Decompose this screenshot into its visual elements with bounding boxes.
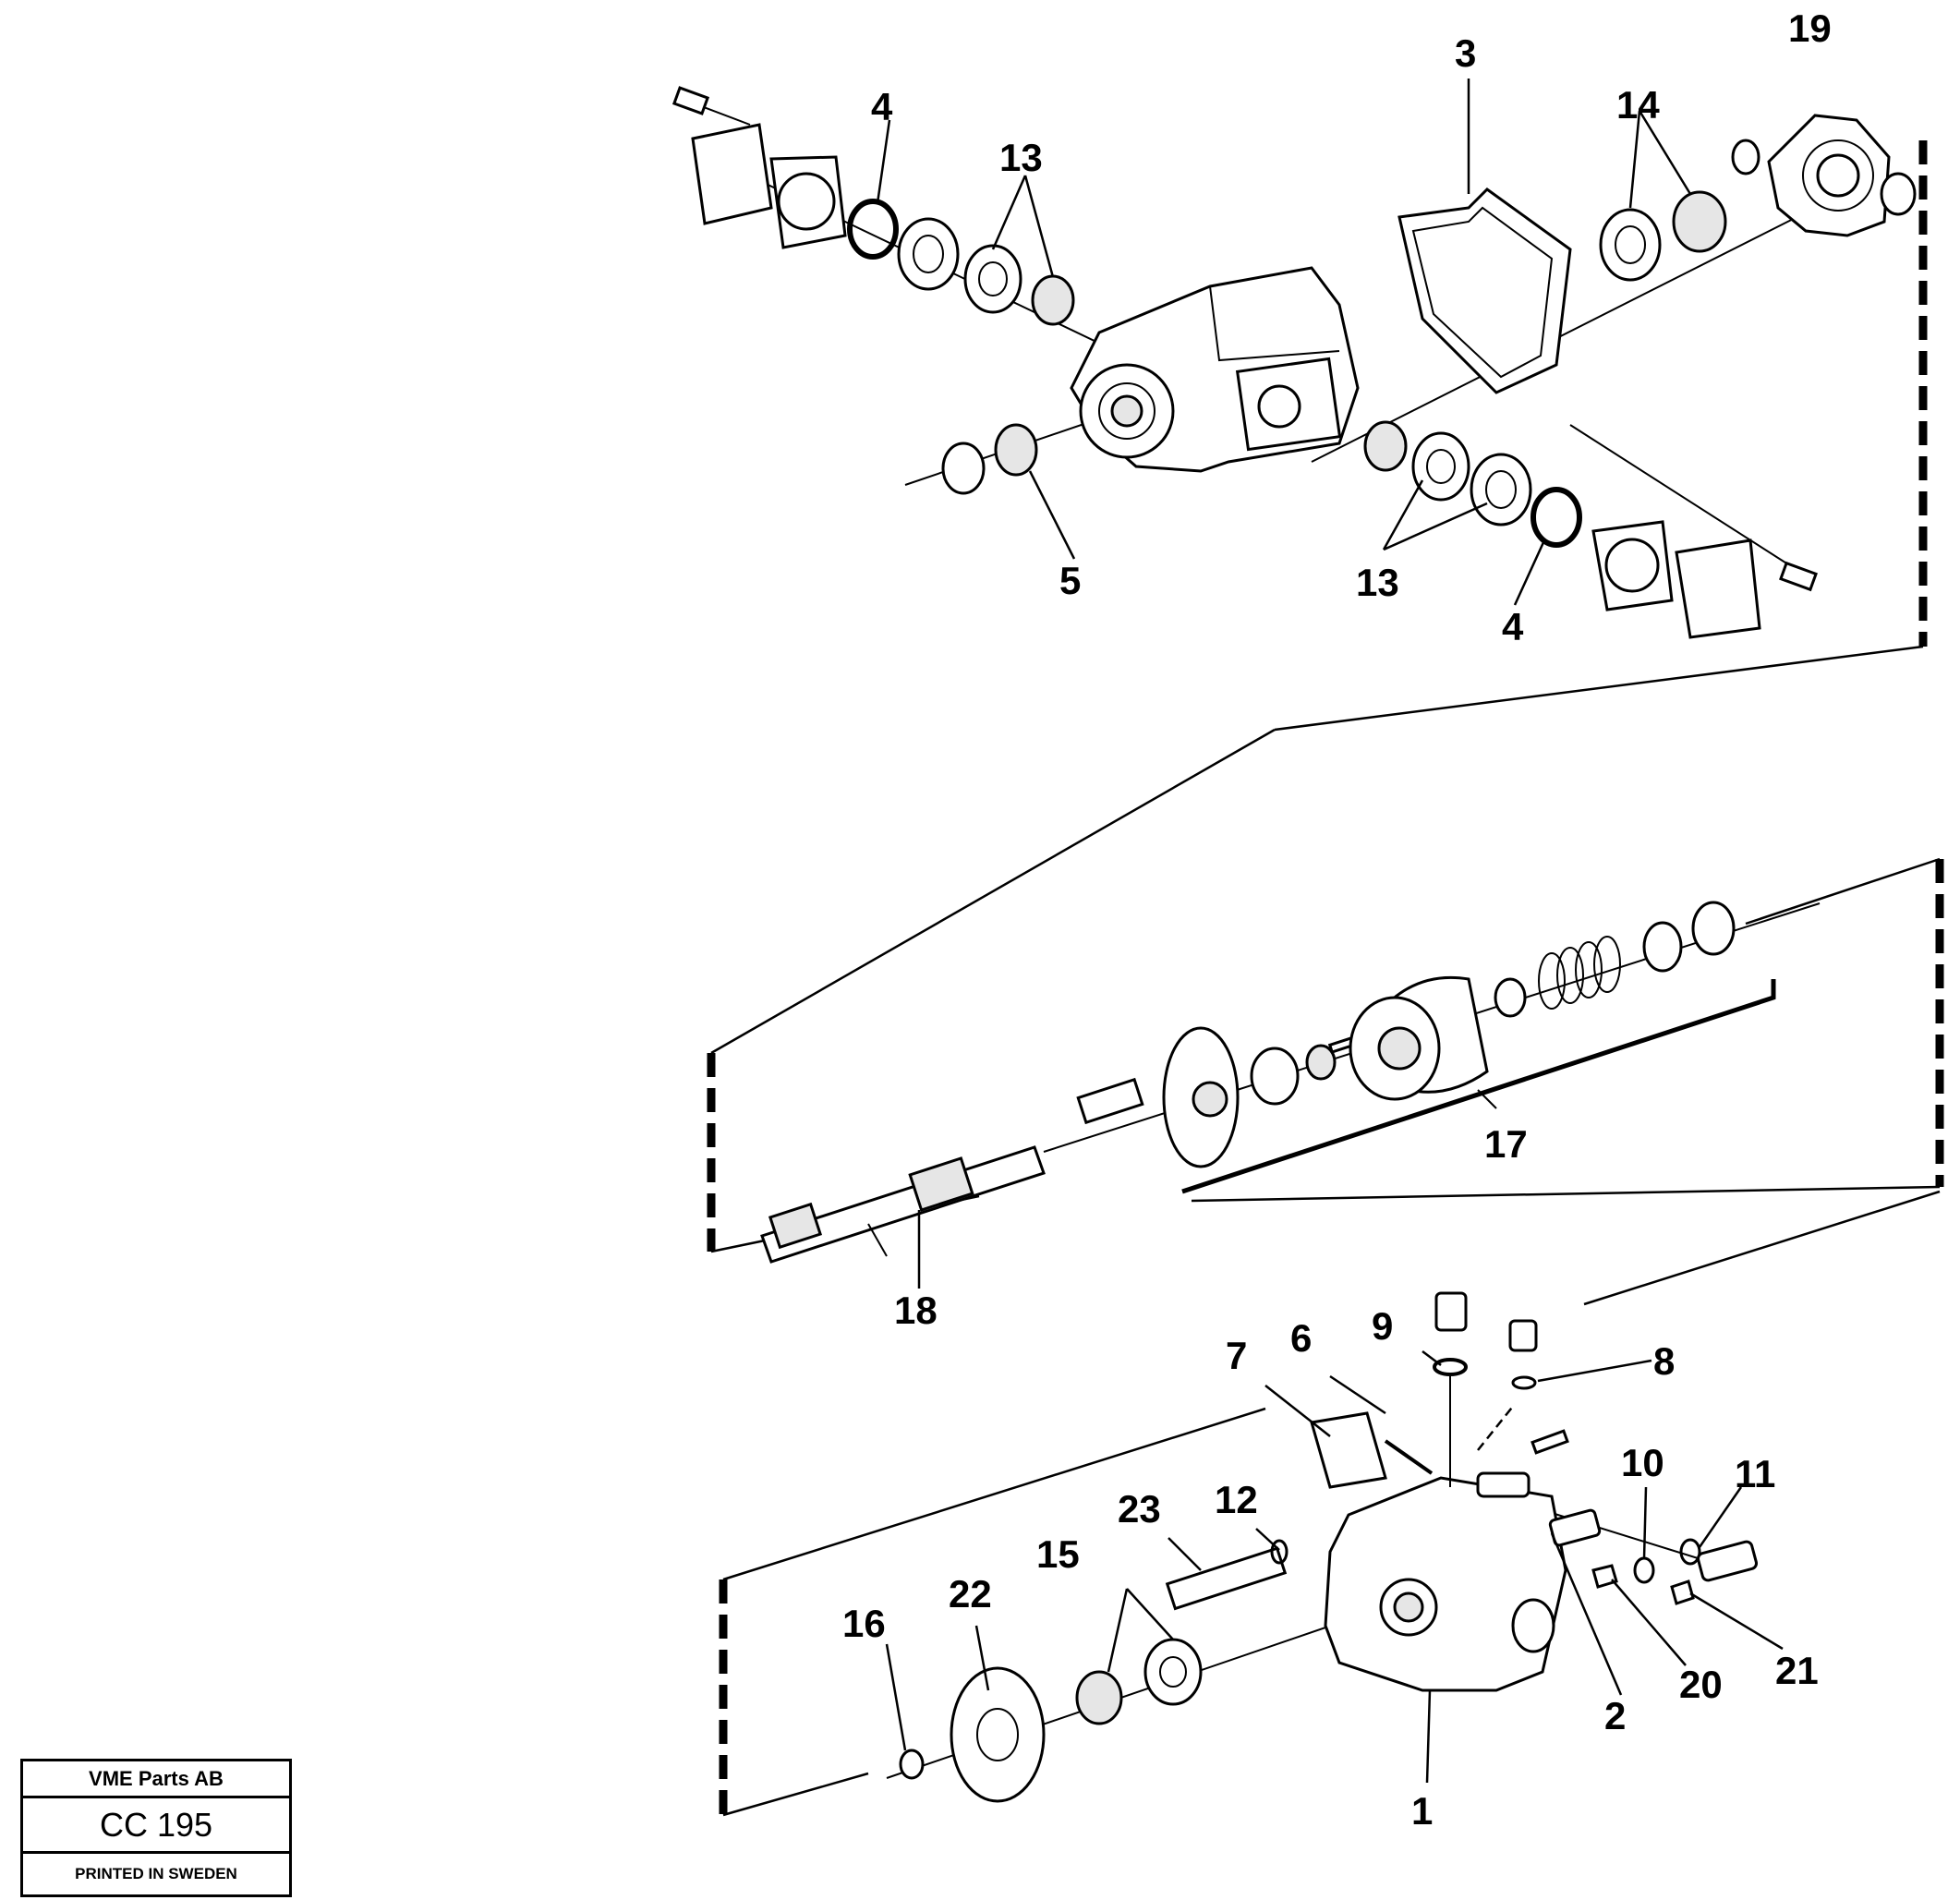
callout-3: 3 xyxy=(1455,31,1476,75)
callout-1: 1 xyxy=(1411,1789,1433,1833)
callout-19: 19 xyxy=(1788,6,1832,50)
leader-lines xyxy=(876,79,1784,1784)
callout-10: 10 xyxy=(1621,1441,1664,1484)
callout-7: 7 xyxy=(1226,1334,1247,1377)
callout-21: 21 xyxy=(1775,1649,1819,1692)
callout-16: 16 xyxy=(842,1602,886,1645)
callout-17: 17 xyxy=(1484,1122,1528,1166)
callout-12: 12 xyxy=(1215,1478,1258,1521)
drawing-code: CC 195 xyxy=(23,1798,289,1854)
callout-4-top: 4 xyxy=(871,85,893,128)
callout-2: 2 xyxy=(1604,1694,1626,1737)
callout-6: 6 xyxy=(1290,1316,1312,1360)
printed-note: PRINTED IN SWEDEN xyxy=(75,1865,237,1882)
dashed-frame-lines xyxy=(707,140,1944,1817)
callout-labels: 1 2 3 4 4 5 6 7 8 9 10 11 12 13 13 14 15… xyxy=(842,6,1832,1833)
callout-4-bottom: 4 xyxy=(1502,605,1524,648)
company-name: VME Parts AB xyxy=(23,1761,289,1798)
callout-15: 15 xyxy=(1036,1532,1080,1576)
callout-13-top: 13 xyxy=(999,136,1043,179)
callout-11: 11 xyxy=(1735,1452,1775,1495)
callout-18: 18 xyxy=(894,1289,938,1332)
callout-5: 5 xyxy=(1059,559,1081,602)
top-assembly xyxy=(671,86,1917,639)
title-block: VME Parts AB CC 195 PRINTED IN SWEDEN xyxy=(20,1759,292,1897)
middle-assembly xyxy=(760,901,1821,1264)
bottom-assembly xyxy=(886,1291,1759,1803)
callout-23: 23 xyxy=(1118,1487,1161,1531)
callout-14: 14 xyxy=(1616,83,1660,127)
callout-13-bottom: 13 xyxy=(1356,561,1399,604)
callout-9: 9 xyxy=(1372,1304,1393,1348)
callout-20: 20 xyxy=(1679,1663,1723,1706)
callout-22: 22 xyxy=(949,1572,992,1616)
callout-8: 8 xyxy=(1653,1339,1675,1383)
